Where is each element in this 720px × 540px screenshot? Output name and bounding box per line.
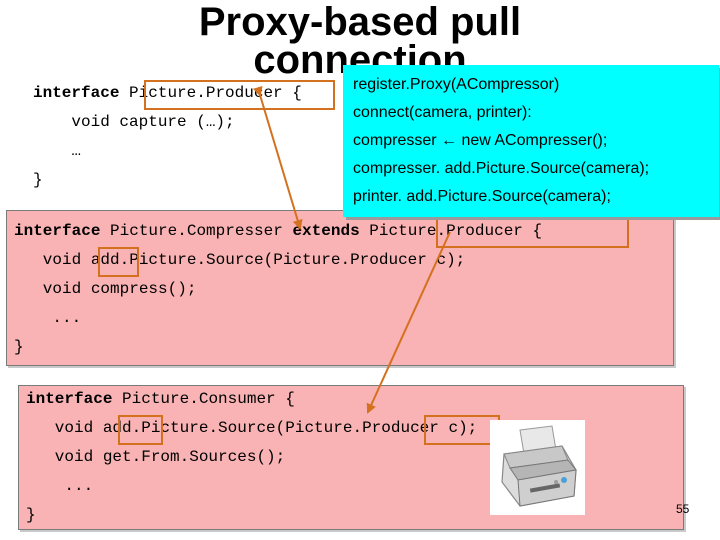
compresser-parent-highlight xyxy=(436,218,629,248)
consumer-add: add xyxy=(102,419,132,437)
producer-line4: } xyxy=(33,171,43,189)
proxy-line-2: connect(camera, printer): xyxy=(353,104,532,121)
compresser-interface-keyword: interface xyxy=(14,222,101,240)
compresser-extends-keyword: extends xyxy=(292,222,360,240)
compresser-interface-box xyxy=(6,210,674,366)
compresser-line3: void compress(); xyxy=(14,280,197,298)
consumer-line5: } xyxy=(26,506,36,524)
compresser-name: Picture.Compresser xyxy=(100,222,293,240)
compresser-add-highlight xyxy=(98,247,139,277)
producer-line2: void capture (…); xyxy=(33,113,235,131)
compresser-brace: { xyxy=(522,222,543,240)
consumer-interface-keyword: interface xyxy=(26,390,113,408)
consumer-void: void xyxy=(26,419,103,437)
producer-name: Picture.Producer xyxy=(129,84,283,102)
proxy-code-box: register.Proxy(ACompressor) connect(came… xyxy=(343,65,719,217)
printer-icon xyxy=(490,420,585,515)
producer-to-compresser-arrow xyxy=(252,85,303,230)
producer-interface-keyword: interface xyxy=(33,84,120,102)
proxy-line-3: compresser ← new ACompresser(); xyxy=(353,132,608,149)
compresser-line2: void add.Picture.Source(Picture.Producer… xyxy=(14,246,465,275)
page-number: 55 xyxy=(676,502,690,516)
consumer-method-rest: .Picture.Source(Picture.Producer c); xyxy=(131,419,478,437)
consumer-add-highlight xyxy=(118,415,163,445)
slide-title-line1: Proxy-based pull xyxy=(198,0,522,44)
producer-line3: … xyxy=(33,142,82,160)
producer-line1: interface Picture.Producer { xyxy=(33,79,302,108)
proxy-line-4: compresser. add.Picture.Source(camera); xyxy=(353,160,650,177)
consumer-producer-highlight xyxy=(424,415,500,445)
proxy-line-5: printer. add.Picture.Source(camera); xyxy=(353,188,611,205)
consumer-line1: interface Picture.Consumer { xyxy=(26,385,295,414)
consumer-line2: void add.Picture.Source(Picture.Producer… xyxy=(26,414,477,443)
compresser-space xyxy=(360,222,370,240)
compresser-line5: } xyxy=(14,338,24,356)
producer-name-highlight xyxy=(144,80,335,110)
compresser-void: void xyxy=(14,251,91,269)
compresser-method-rest: .Picture.Source(Picture.Producer c); xyxy=(119,251,466,269)
proxy-line-1: register.Proxy(ACompressor) xyxy=(353,76,560,93)
compresser-line4: ... xyxy=(14,309,82,327)
consumer-line4: ... xyxy=(26,477,94,495)
consumer-name: Picture.Consumer { xyxy=(112,390,295,408)
consumer-line3: void get.From.Sources(); xyxy=(26,448,286,466)
proxy-code-text: register.Proxy(ACompressor) connect(came… xyxy=(353,71,649,211)
